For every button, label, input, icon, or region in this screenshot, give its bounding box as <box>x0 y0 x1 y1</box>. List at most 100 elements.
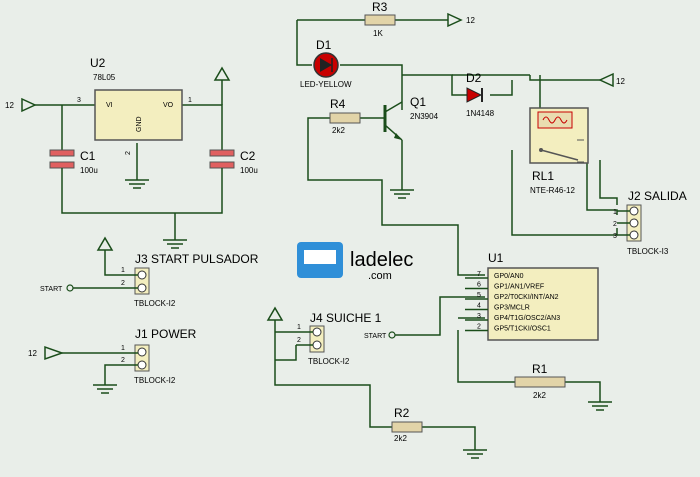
q1-value: 2N3904 <box>410 112 439 121</box>
j2-pin2: 2 <box>613 221 617 228</box>
power-arrow-icon <box>266 306 284 321</box>
terminal-j4: 1 2 J4 SUICHE 1 TBLOCK-I2 <box>296 311 382 366</box>
label-start-right: START <box>364 333 387 340</box>
u1-pin-label: GP5/T1CKI/OSC1 <box>494 326 551 333</box>
u2-pin2: 2 <box>125 151 132 155</box>
r3-value: 1K <box>373 29 383 38</box>
wire-r4-left <box>307 117 330 120</box>
wire-start-right <box>392 296 485 336</box>
j4-pin2: 2 <box>297 337 301 344</box>
j1-pin1: 1 <box>121 345 125 352</box>
j2-value: TBLOCK-I3 <box>627 247 669 256</box>
wire-j4-pin2 <box>275 345 297 361</box>
u2-value: 78L05 <box>93 73 116 82</box>
capacitor-c1: C1 100u <box>49 149 98 178</box>
j2-pin1: 1 <box>613 209 617 216</box>
j4-ref: J4 SUICHE 1 <box>310 311 382 325</box>
j4-pin1: 1 <box>297 324 301 331</box>
label-12-top: 12 <box>466 16 475 25</box>
terminal-j1: 1 2 J1 POWER TBLOCK-I2 <box>120 327 197 385</box>
power-arrow-icon <box>213 66 231 81</box>
u1-ref: U1 <box>488 251 504 265</box>
resistor-r3: R3 1K <box>364 0 396 38</box>
ladelec-logo: ladelec .com <box>297 242 413 282</box>
label-12-right: 12 <box>616 77 625 86</box>
power-arrow-icon <box>96 236 114 251</box>
c2-value: 100u <box>240 166 258 175</box>
ground-icon <box>390 189 414 199</box>
q1-ref: Q1 <box>410 95 426 109</box>
ground-icon <box>588 401 612 411</box>
d2-value: 1N4148 <box>466 109 495 118</box>
wire-to-d2 <box>402 74 467 96</box>
wire-r4-to-gp0 <box>307 120 485 276</box>
label-12-left: 12 <box>5 101 14 110</box>
terminal-j2: 1 2 3 J2 SALIDA TBLOCK-I3 <box>613 189 687 256</box>
u2-pin-vi: VI <box>106 102 113 109</box>
r1-ref: R1 <box>532 362 548 376</box>
wire-u2-vo-to-c2 <box>182 104 223 150</box>
input-arrow-icon <box>598 72 614 88</box>
transistor-q1: Q1 2N3904 <box>383 95 439 141</box>
d1-ref: D1 <box>316 38 332 52</box>
wire-d2-out <box>490 80 513 96</box>
resistor-r4: R4 2k2 <box>329 97 361 135</box>
ground-icon <box>125 179 149 189</box>
u1-pin-label: GP3/MCLR <box>494 305 530 312</box>
wire-gp5-r1 <box>457 330 515 383</box>
wire-d1-right <box>340 64 403 90</box>
label-12-power: 12 <box>28 349 37 358</box>
r2-value: 2k2 <box>394 434 407 443</box>
wire-d1-left <box>296 20 312 66</box>
wire-r1-gnd <box>565 381 601 402</box>
u1-pin-label: GP1/AN1/VREF <box>494 284 544 291</box>
wire-j3-pin1 <box>104 250 120 276</box>
u2-ref: U2 <box>90 56 106 70</box>
ground-icon <box>93 384 117 394</box>
u1-pin-number: 5 <box>477 292 481 299</box>
u2-pin1: 1 <box>188 97 192 104</box>
resistor-r1: R1 2k2 <box>514 362 566 400</box>
ground-icon <box>463 449 487 459</box>
rl1-ref: RL1 <box>532 169 554 183</box>
u1-pin-label: GP4/T1G/OSC2/AN3 <box>494 315 560 322</box>
logo-text: ladelec <box>350 249 413 271</box>
wire-relay-nc <box>586 160 618 215</box>
ground-symbols <box>93 179 612 459</box>
d1-value: LED-YELLOW <box>300 80 352 89</box>
input-arrow-icon <box>447 12 463 28</box>
power-symbols <box>21 12 614 361</box>
u1-pin-number: 4 <box>477 303 481 310</box>
j4-value: TBLOCK-I2 <box>308 357 350 366</box>
j3-ref: J3 START PULSADOR <box>135 252 259 266</box>
led-d1: D1 LED-YELLOW <box>300 38 352 89</box>
capacitor-c2: C2 100u <box>209 149 258 178</box>
wire-j4-bottom <box>274 320 392 428</box>
relay-rl1: RL1 NTE-R46-12 <box>529 107 589 195</box>
mcu-u1: U1 GP0/AN07GP1/AN1/VREF6GP2/T0CKI/INT/AN… <box>465 251 599 341</box>
j3-value: TBLOCK-I2 <box>134 299 176 308</box>
j2-ref: J2 SALIDA <box>628 189 687 203</box>
wire-cap-gnd <box>61 178 223 214</box>
wire-to-12-right <box>529 75 600 81</box>
u1-pin-label: GP0/AN0 <box>494 273 524 280</box>
u1-pin-number: 7 <box>477 271 481 278</box>
c1-ref: C1 <box>80 149 96 163</box>
u1-pin-number: 2 <box>477 324 481 331</box>
input-arrow-icon <box>44 345 65 361</box>
rl1-value: NTE-R46-12 <box>530 186 575 195</box>
label-start-left: START <box>40 286 63 293</box>
j2-pin3: 3 <box>613 233 617 240</box>
u1-pin-label: GP2/T0CKI/INT/AN2 <box>494 294 559 301</box>
wires <box>35 19 618 450</box>
diode-d2: D2 1N4148 <box>466 71 495 118</box>
wire-r2-gnd <box>420 426 476 450</box>
wire-relay-com <box>511 150 618 236</box>
wire-j1-gnd <box>104 364 120 385</box>
terminal-j3: 1 2 J3 START PULSADOR TBLOCK-I2 <box>120 252 259 308</box>
d2-ref: D2 <box>466 71 482 85</box>
regulator-u2: VI VO GND 3 1 2 U2 78L05 <box>77 56 192 155</box>
j1-ref: J1 POWER <box>135 327 197 341</box>
r4-value: 2k2 <box>332 126 345 135</box>
